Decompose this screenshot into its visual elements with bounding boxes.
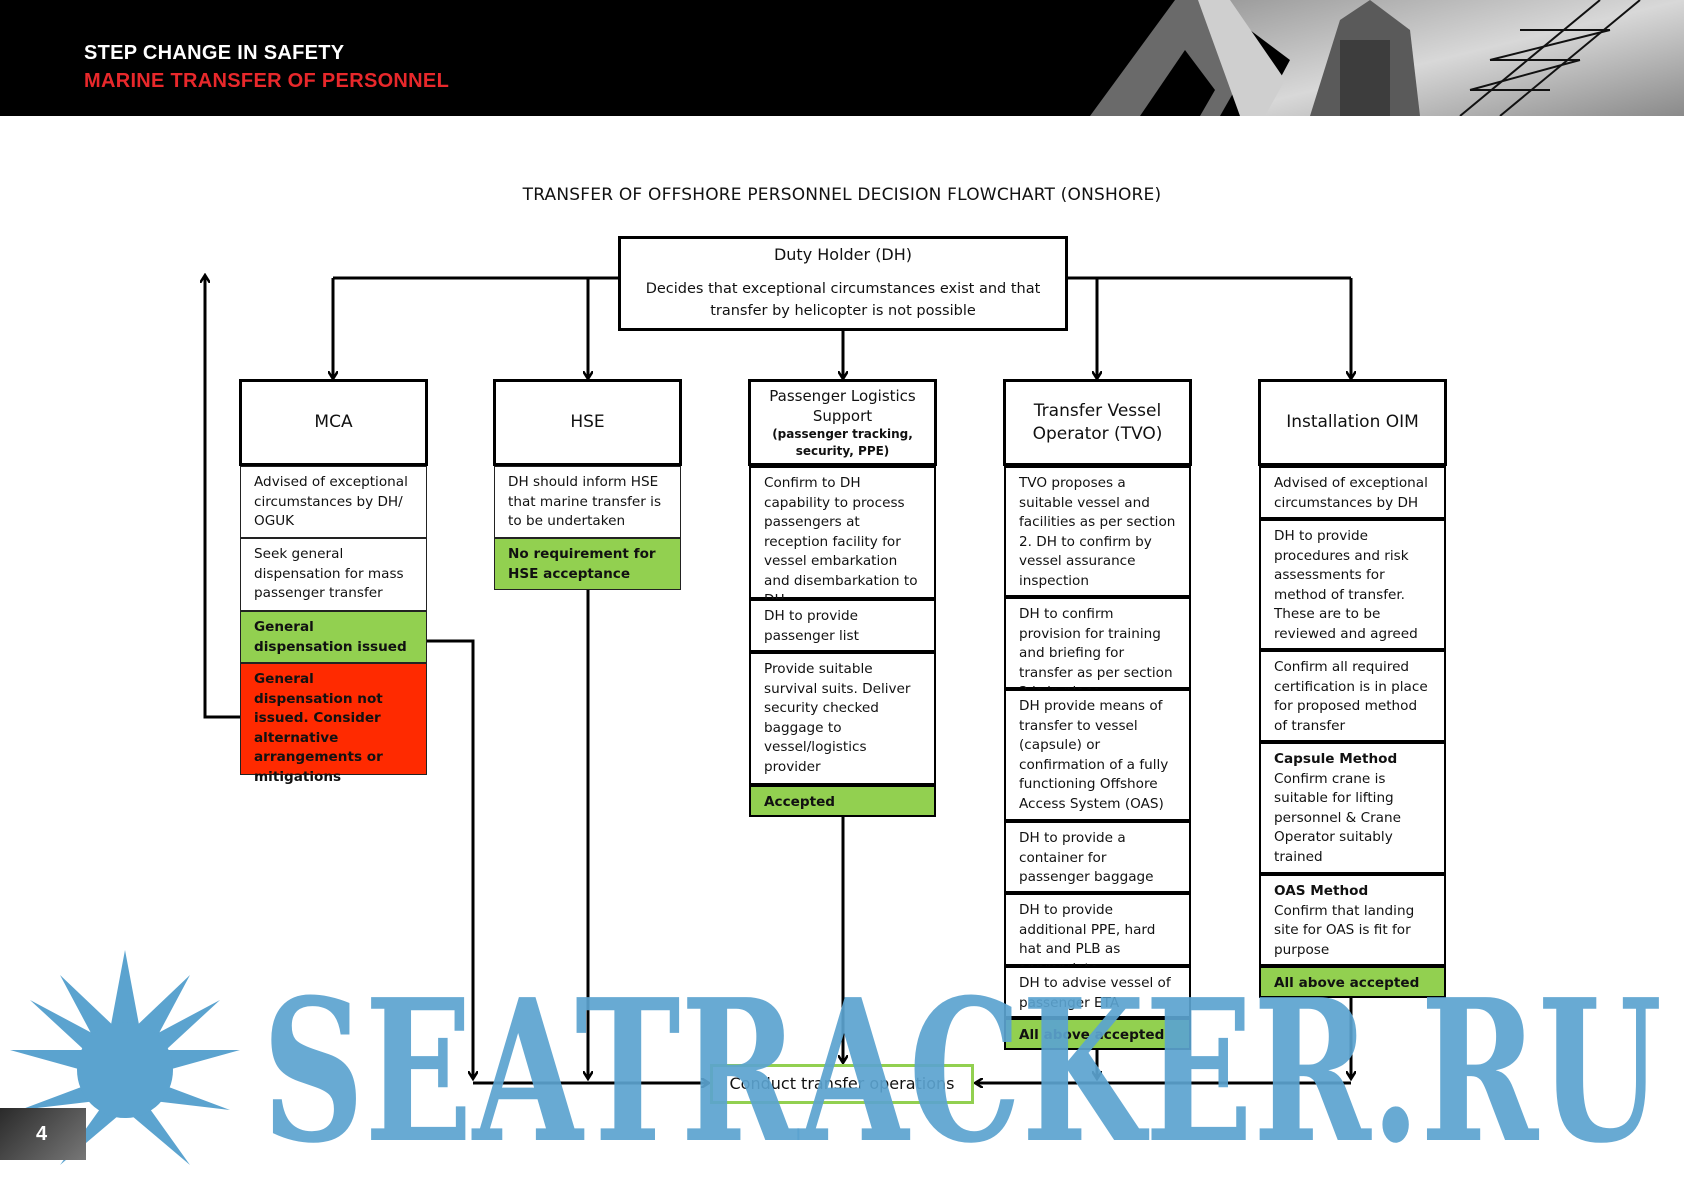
oim-title: Installation OIM <box>1286 412 1419 432</box>
pls-accepted: Accepted <box>749 785 936 817</box>
header-subtitle: MARINE TRANSFER OF PERSONNEL <box>84 70 450 92</box>
feedback-loop-arrow <box>205 276 240 719</box>
capsule-method-heading: Capsule Method <box>1274 751 1398 767</box>
pls-title-line2: Support <box>812 406 873 425</box>
mca-header: MCA <box>239 379 428 466</box>
pls-subtitle-line2: security, PPE) <box>795 443 890 458</box>
header-photo <box>1090 0 1684 116</box>
conduct-transfer-box: Conduct transfer operations <box>710 1064 974 1104</box>
sun-burst-icon <box>10 950 240 1165</box>
mca-to-conduct-arrow <box>426 639 473 1078</box>
tvo-cell-propose-vessel: TVO proposes a suitable vessel and facil… <box>1004 466 1191 597</box>
chart-title: TRANSFER OF OFFSHORE PERSONNEL DECISION … <box>522 185 1162 205</box>
oas-method-text: Confirm that landing site for OAS is fit… <box>1274 902 1415 958</box>
tvo-all-accepted: All above accepted <box>1004 1018 1191 1050</box>
mca-cell-seek-dispensation: Seek general dispensation for mass passe… <box>240 538 427 611</box>
hse-cell-inform: DH should inform HSE that marine transfe… <box>494 466 681 538</box>
oim-all-accepted: All above accepted <box>1259 966 1446 998</box>
hse-header: HSE <box>493 379 682 466</box>
hse-no-requirement: No requirement for HSE acceptance <box>494 538 681 590</box>
oim-cell-capsule-method: Capsule Method Confirm crane is suitable… <box>1259 742 1446 874</box>
oim-cell-procedures: DH to provide procedures and risk assess… <box>1259 519 1446 650</box>
pls-cell-survival-suits: Provide suitable survival suits. Deliver… <box>749 652 936 785</box>
watermark-text: SEATRACKER.RU <box>262 957 1662 1180</box>
capsule-method-text: Confirm crane is suitable for lifting pe… <box>1274 770 1401 865</box>
oim-header: Installation OIM <box>1258 379 1447 466</box>
tvo-cell-passenger-eta: DH to advise vessel of passenger ETA <box>1004 966 1191 1018</box>
page-number: 4 <box>0 1108 86 1160</box>
oas-method-heading: OAS Method <box>1274 883 1369 899</box>
duty-holder-text-line1: Decides that exceptional circumstances e… <box>645 281 1041 297</box>
mca-dispensation-not-issued: General dispensation not issued. Conside… <box>240 663 427 785</box>
duty-holder-title: Duty Holder (DH) <box>773 245 913 264</box>
pls-title-line1: Passenger Logistics <box>769 386 916 405</box>
duty-holder-text-line2: transfer by helicopter is not possible <box>710 303 976 319</box>
mca-title: MCA <box>314 412 353 432</box>
tvo-title-line1: Transfer Vessel <box>1033 400 1162 421</box>
mca-dispensation-issued: General dispensation issued <box>240 611 427 663</box>
pls-subtitle-line1: (passenger tracking, <box>772 426 913 441</box>
pls-cell-confirm-capability: Confirm to DH capability to process pass… <box>749 466 936 608</box>
tvo-header: Transfer Vessel Operator (TVO) <box>1003 379 1192 466</box>
pls-cell-passenger-list: DH to provide passenger list <box>749 599 936 652</box>
tvo-cell-baggage-container: DH to provide a container for passenger … <box>1004 821 1191 893</box>
duty-holder-box: Duty Holder (DH) Decides that exceptiona… <box>618 236 1068 331</box>
oim-cell-oas-method: OAS Method Confirm that landing site for… <box>1259 874 1446 966</box>
tvo-title-line2: Operator (TVO) <box>1032 423 1163 444</box>
tvo-cell-training: DH to confirm provision for training and… <box>1004 597 1191 700</box>
header-title: STEP CHANGE IN SAFETY <box>84 42 345 64</box>
header-band: STEP CHANGE IN SAFETY MARINE TRANSFER OF… <box>0 0 1684 116</box>
hse-title: HSE <box>570 412 605 432</box>
pls-header: Passenger Logistics Support (passenger t… <box>748 379 937 466</box>
seatracker-watermark: SEATRACKER.RU <box>10 950 1662 1180</box>
tvo-cell-means-of-transfer: DH provide means of transfer to vessel (… <box>1004 689 1191 821</box>
oim-cell-certification: Confirm all required certification is in… <box>1259 650 1446 742</box>
mca-cell-advised: Advised of exceptional circumstances by … <box>240 466 427 538</box>
oim-cell-advised: Advised of exceptional circumstances by … <box>1259 466 1446 519</box>
